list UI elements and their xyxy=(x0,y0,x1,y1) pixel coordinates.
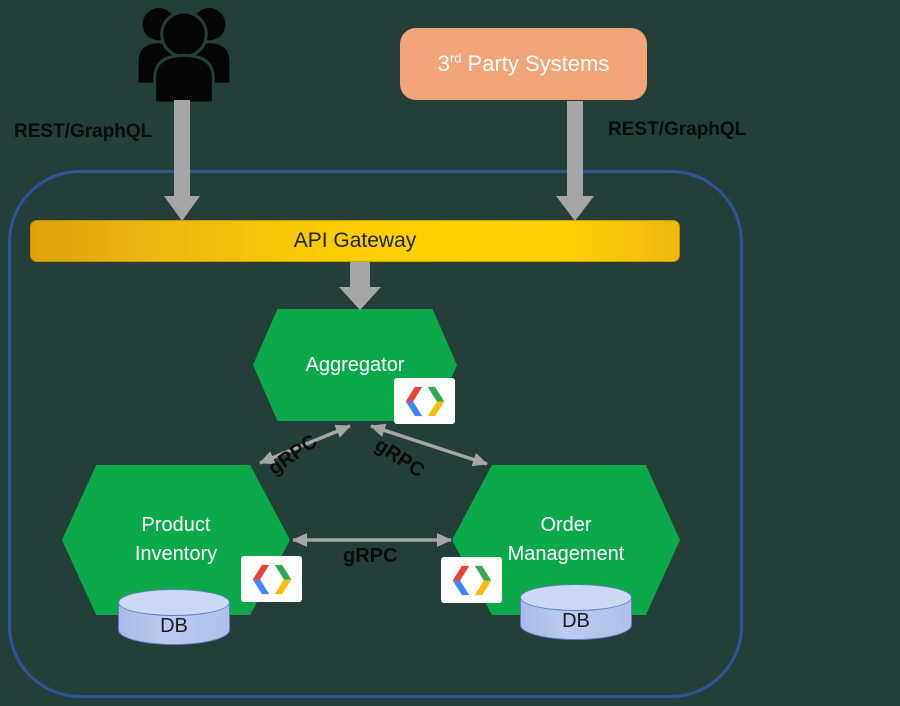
aggregator-label: Aggregator xyxy=(305,353,405,376)
order-management-label-line1: Order xyxy=(540,514,592,536)
product-inventory-label-line1: Product xyxy=(141,514,211,536)
db-right-label: DB xyxy=(562,610,590,632)
db-cylinder-top xyxy=(118,589,230,616)
google-developers-icon xyxy=(405,386,444,416)
api-gateway-node: API Gateway xyxy=(30,220,680,262)
database-order-management: DB xyxy=(520,584,632,641)
users-group-icon xyxy=(138,8,230,105)
users-icon xyxy=(128,2,240,105)
api-gateway-label: API Gateway xyxy=(293,229,417,252)
aggregator-node: Aggregator xyxy=(253,309,457,421)
grpc-logo-order-management xyxy=(441,557,502,603)
grpc-logo-product-inventory xyxy=(241,556,302,602)
google-developers-icon xyxy=(252,564,291,594)
db-cylinder-top xyxy=(520,584,632,611)
order-management-label-line2: Management xyxy=(507,543,625,565)
database-product-inventory: DB xyxy=(118,589,230,646)
google-developers-icon xyxy=(452,565,491,595)
rest-graphql-label-left: REST/GraphQL xyxy=(14,121,153,142)
grpc-label-product-order: gRPC xyxy=(343,545,398,567)
product-inventory-label-line2: Inventory xyxy=(134,543,218,565)
rest-graphql-label-right: REST/GraphQL xyxy=(608,119,747,140)
db-left-label: DB xyxy=(160,615,188,637)
third-party-label: 3rd Party Systems xyxy=(437,50,610,76)
grpc-logo-aggregator xyxy=(394,378,455,424)
system-boundary-box xyxy=(8,170,743,698)
third-party-systems-node: 3rd Party Systems xyxy=(400,28,647,100)
